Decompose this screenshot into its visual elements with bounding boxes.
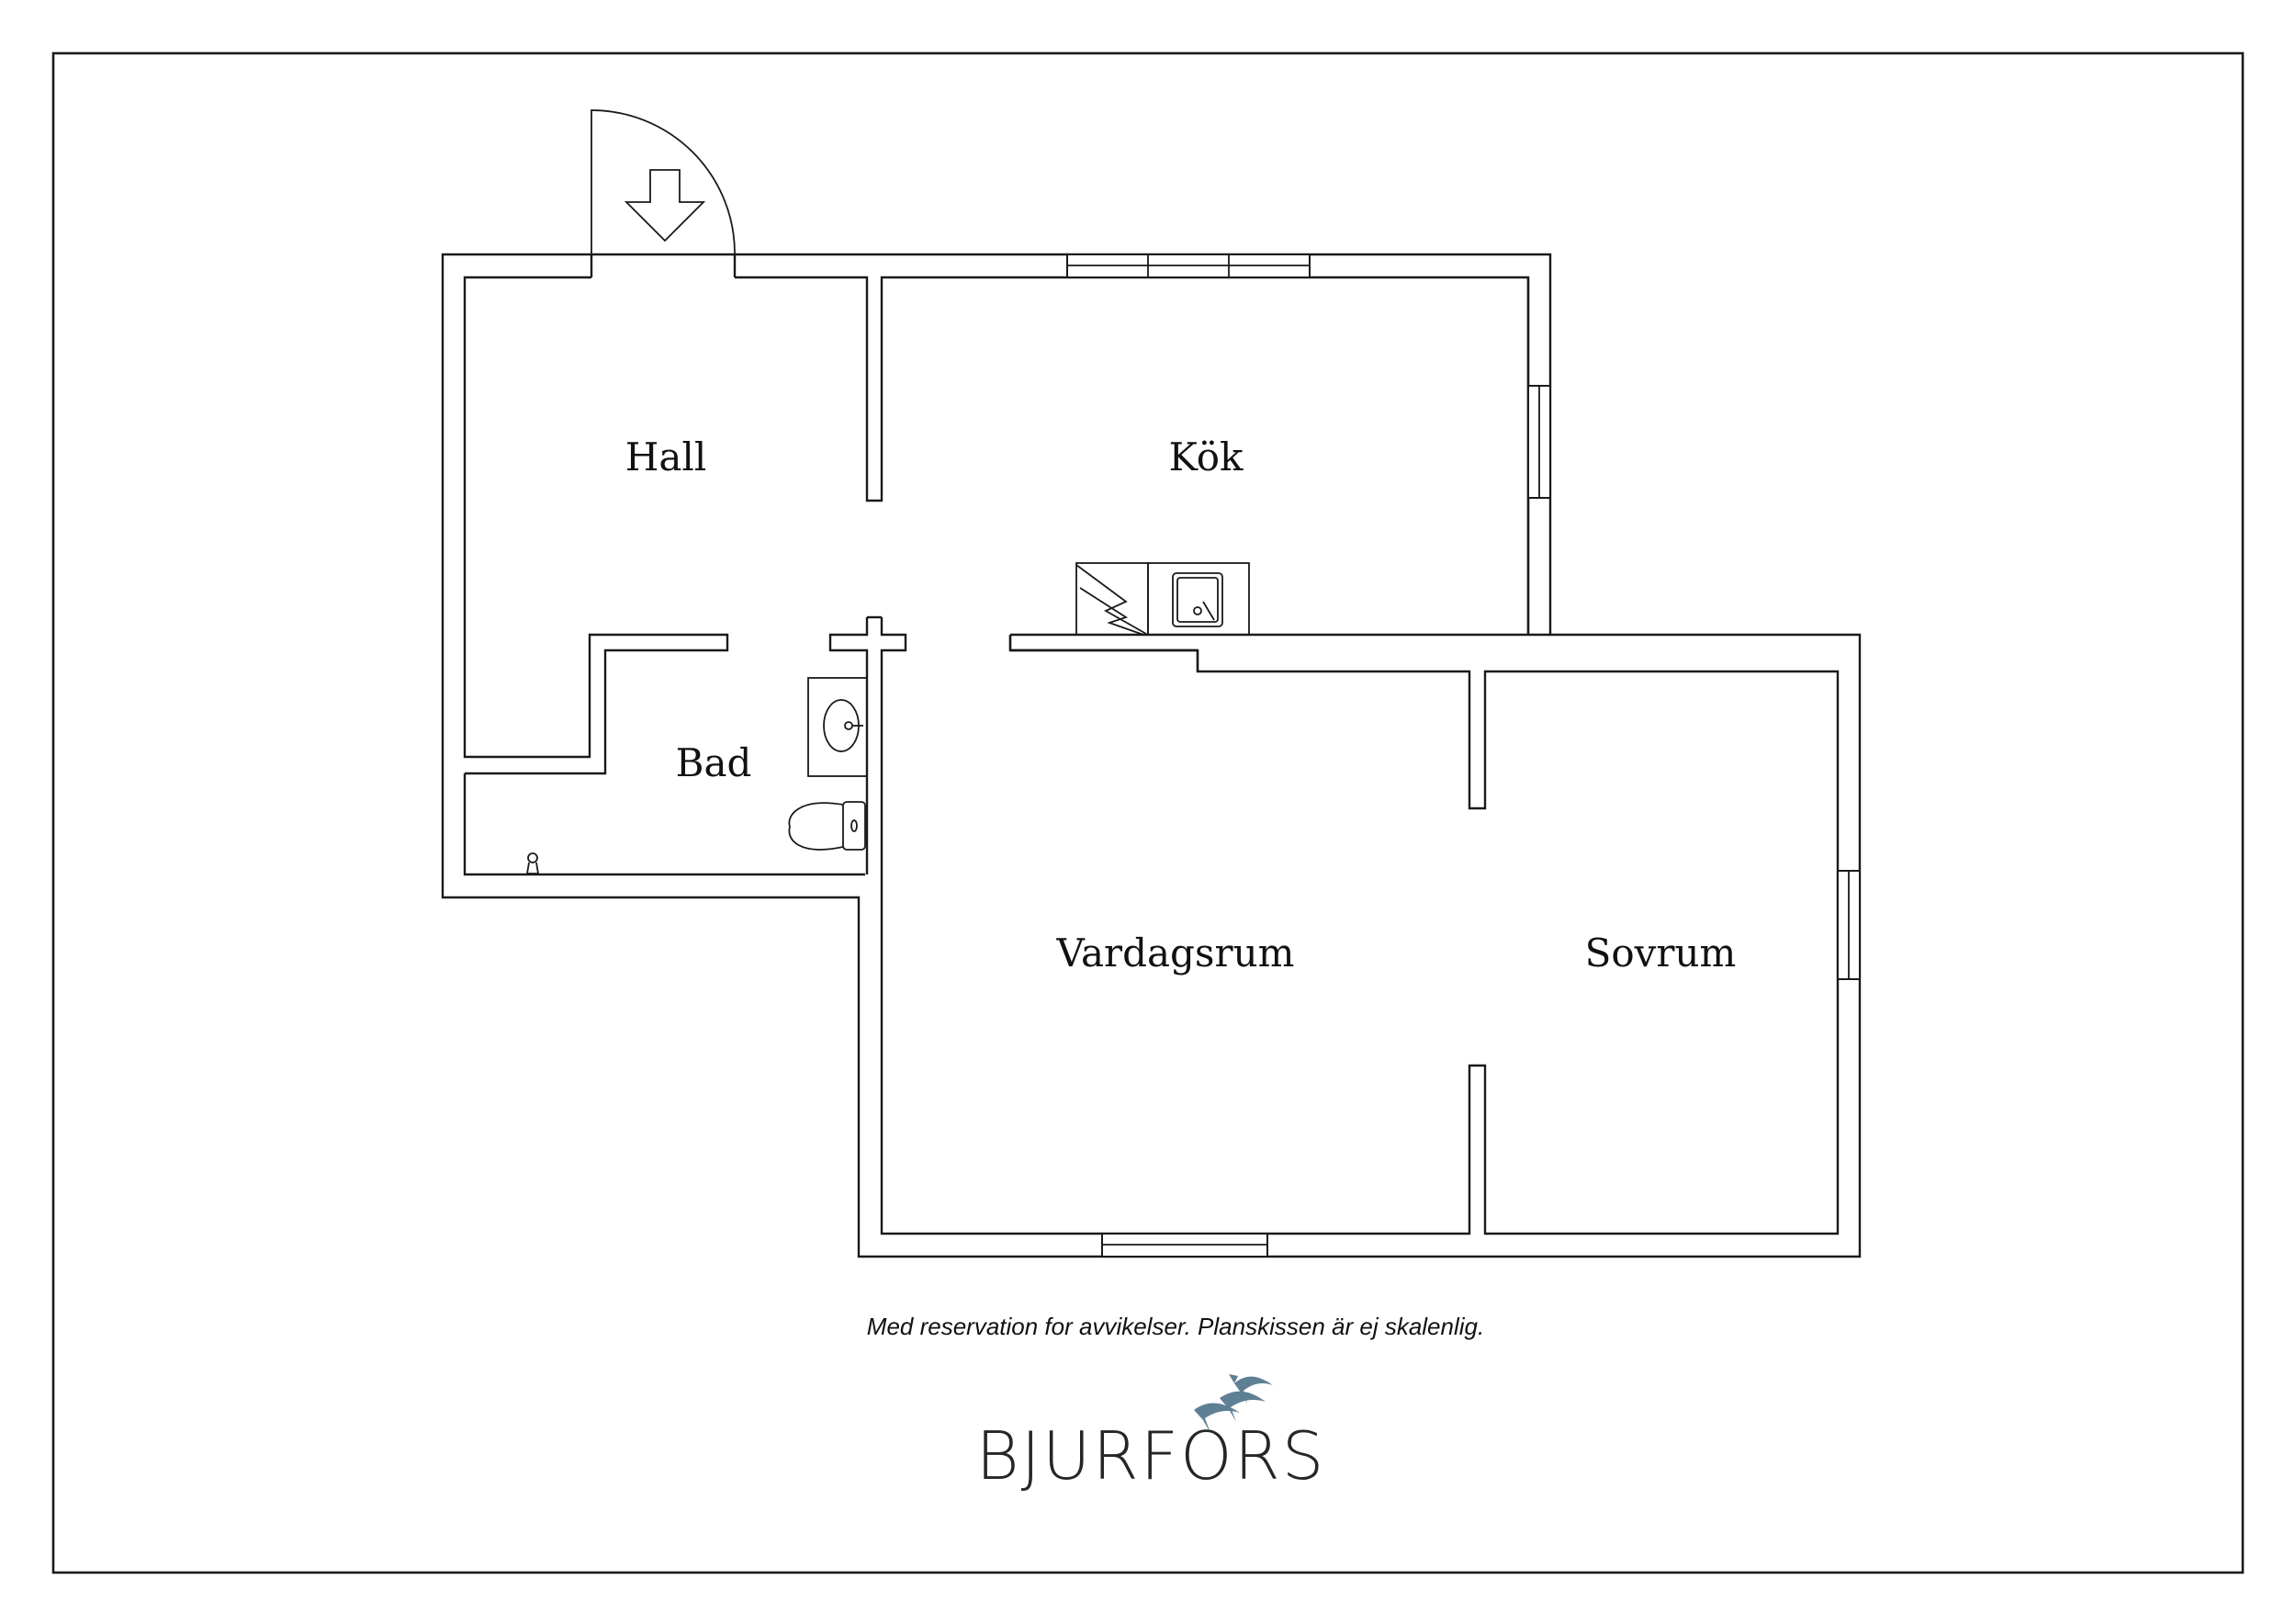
brand-logo: BJURFORS [976,1374,1326,1494]
hall-kitchen-partition [735,276,1530,635]
kitchen-sink-icon [1172,572,1223,627]
toilet-icon [788,801,866,851]
room-label-sovrum: Sovrum [1585,930,1737,976]
kitchen-counter [1075,562,1250,636]
room-label-kok: Kök [1169,434,1244,479]
room-label-vardagsrum: Vardagsrum [1056,930,1295,976]
kitchen-floor-edge [1008,633,1550,652]
floor-drain-icon [525,852,540,874]
bath-inner-wall [463,773,865,876]
bathroom-fixtures [525,677,868,874]
disclaimer-text: Med reservation for avvikelser. Planskis… [867,1313,1484,1340]
windows [1066,254,1861,1257]
brand-name: BJURFORS [976,1417,1326,1494]
hall-inner-wall [463,276,729,775]
page-frame [51,51,2245,1574]
entrance-arrow-icon [624,169,706,242]
birds-logo-icon [1194,1374,1273,1433]
bath-living-partition [828,617,1840,1235]
walls [441,253,1862,1258]
outer-wall-outer [441,253,1862,1258]
bathroom-sink-icon [807,677,868,777]
entrance-door [591,109,736,255]
room-label-bad: Bad [676,740,752,785]
room-label-hall: Hall [625,434,707,479]
